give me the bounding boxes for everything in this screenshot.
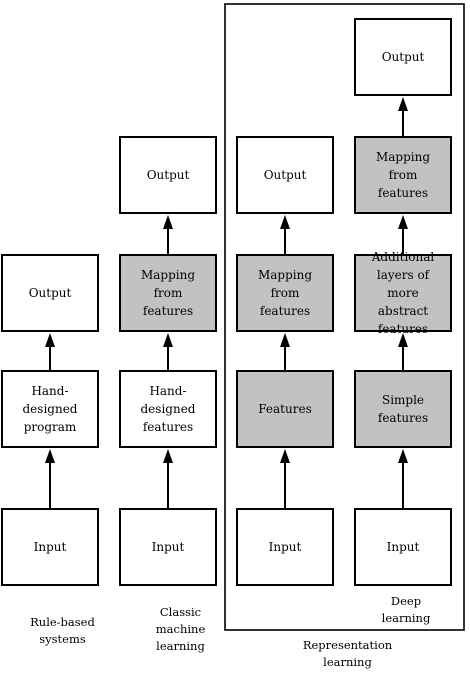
rule-based-box-output: Output xyxy=(1,254,99,332)
representation-box-input: Input xyxy=(236,508,334,586)
classic-ml-box-input: Input xyxy=(119,508,217,586)
deep-learning-box-simple-features: Simple features xyxy=(354,370,452,448)
deep-learning-arrow-head xyxy=(398,97,408,111)
rule-based-box-hand-designed-program: Hand- designed program xyxy=(1,370,99,448)
deep-learning-arrow-head xyxy=(398,333,408,347)
deep-learning-arrow-head xyxy=(398,215,408,229)
representation-box-features: Features xyxy=(236,370,334,448)
caption-classic-machine-learning: Classic machine learning xyxy=(155,605,206,653)
representation-box-mapping-from-features: Mapping from features xyxy=(236,254,334,332)
classic-ml-arrow-head xyxy=(163,449,173,463)
representation-learning-frame xyxy=(224,3,465,631)
deep-learning-arrow-head xyxy=(398,449,408,463)
representation-arrow-head xyxy=(280,449,290,463)
caption-rule-based-systems: Rule-based systems xyxy=(30,615,95,646)
representation-arrow-head xyxy=(280,333,290,347)
rule-based-arrow-head xyxy=(45,449,55,463)
caption-representation-learning: Representation learning xyxy=(302,638,393,669)
caption-deep-learning: Deep learning xyxy=(381,594,431,625)
rule-based-box-input: Input xyxy=(1,508,99,586)
representation-box-output: Output xyxy=(236,136,334,214)
deep-learning-box-output: Output xyxy=(354,18,452,96)
rule-based-arrow-head xyxy=(45,333,55,347)
deep-learning-box-input: Input xyxy=(354,508,452,586)
deep-learning-box-mapping-from-features: Mapping from features xyxy=(354,136,452,214)
representation-arrow-head xyxy=(280,215,290,229)
classic-ml-box-output: Output xyxy=(119,136,217,214)
deep-learning-box-additional-layers-of-more-abstract-features: Additional layers of more abstract featu… xyxy=(354,250,452,336)
classic-ml-box-mapping-from-features: Mapping from features xyxy=(119,254,217,332)
classic-ml-box-hand-designed-features: Hand- designed features xyxy=(119,370,217,448)
classic-ml-arrow-head xyxy=(163,215,173,229)
classic-ml-arrow-head xyxy=(163,333,173,347)
